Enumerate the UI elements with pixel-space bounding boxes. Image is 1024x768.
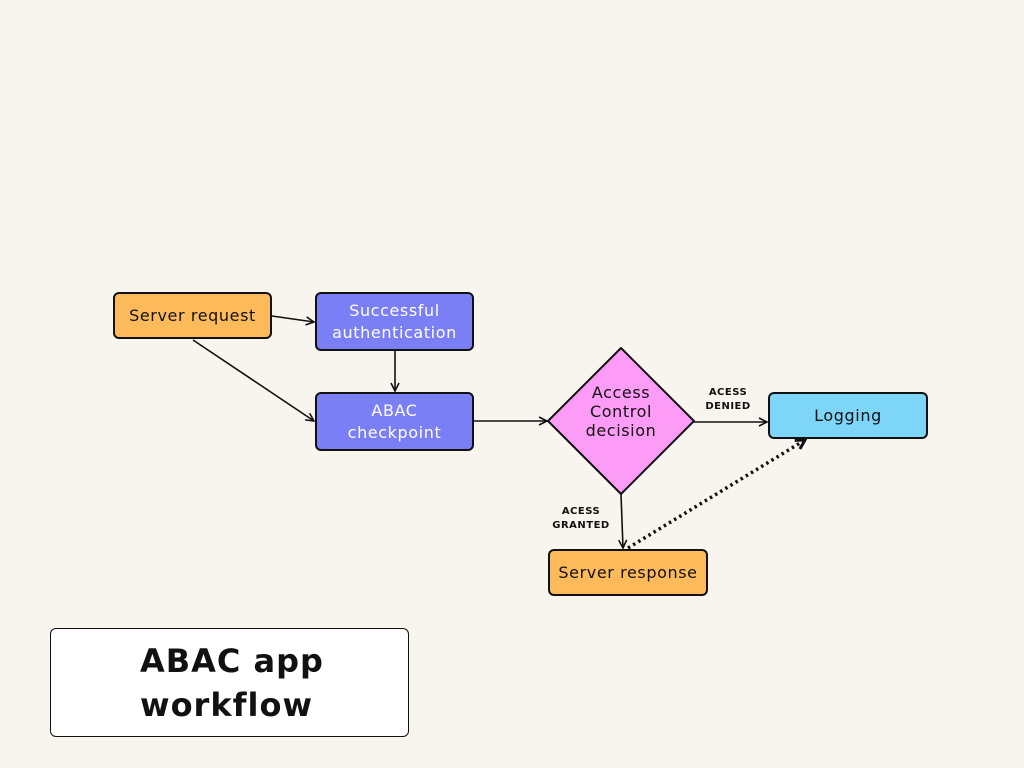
title-line-2: workflow [140, 685, 314, 724]
denied-label-line-2: DENIED [705, 401, 751, 412]
logging-label: Logging [814, 405, 882, 425]
granted-label-line-1: ACESS [561, 506, 601, 517]
abac-checkpoint-label-line-1: ABAC [371, 400, 418, 420]
decision-label-line-1: Access [591, 382, 651, 402]
edge-response-to-logging-dotted [627, 440, 805, 550]
access-control-decision-label: Access Control decision [560, 381, 682, 441]
decision-label-line-2: Control [589, 401, 653, 421]
access-granted-edge-label: ACESS GRANTED [546, 505, 616, 533]
diagram-title-box: ABAC app workflow [50, 628, 409, 737]
granted-label-line-2: GRANTED [552, 520, 610, 531]
edge-request-to-checkpoint [192, 339, 314, 421]
edge-request-to-authentication [271, 315, 314, 322]
title-line-1: ABAC app [140, 641, 324, 680]
successful-authentication-node[interactable]: Successful authentication [315, 292, 474, 351]
edge-decision-to-response [621, 493, 623, 548]
successful-authentication-label-line-2: authentication [332, 322, 457, 342]
successful-authentication-label-line-1: Successful [349, 300, 440, 320]
abac-checkpoint-node[interactable]: ABAC checkpoint [315, 392, 474, 451]
logging-node[interactable]: Logging [768, 392, 928, 439]
server-response-node[interactable]: Server response [548, 549, 708, 596]
access-denied-edge-label: ACESS DENIED [697, 386, 759, 414]
server-request-node[interactable]: Server request [113, 292, 272, 339]
decision-label-line-3: decision [585, 420, 657, 440]
server-request-label: Server request [129, 305, 256, 325]
abac-checkpoint-label-line-2: checkpoint [347, 422, 442, 442]
denied-label-line-1: ACESS [708, 387, 748, 398]
server-response-label: Server response [558, 562, 698, 582]
